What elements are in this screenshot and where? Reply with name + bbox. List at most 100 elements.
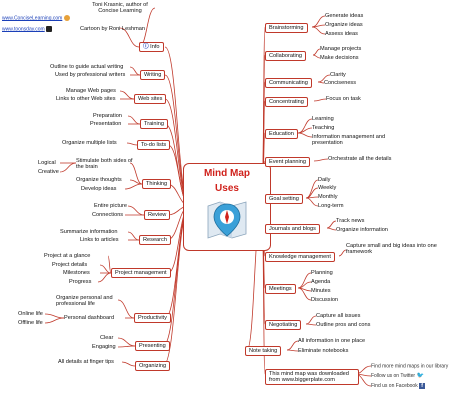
- connector-line: [338, 249, 347, 257]
- branch-collaborating[interactable]: Collaborating: [265, 51, 306, 62]
- connector-line: [126, 142, 138, 146]
- link-twitter-text[interactable]: Follow us on Twitter: [371, 373, 416, 379]
- connector-line: [44, 317, 65, 324]
- presenting-item-2: Engaging: [92, 344, 116, 350]
- websites-item-2: Links to other Web sites: [56, 96, 116, 102]
- education-item-1: Learning: [312, 116, 334, 122]
- notes-item-1: All information in one place: [298, 338, 366, 344]
- connector-line: [97, 272, 112, 283]
- toon-icon: [46, 26, 53, 32]
- link-toonsday-text[interactable]: www.toonsday.com: [2, 26, 45, 33]
- collaborating-item-1: Manage projects: [320, 46, 362, 52]
- link-facebook-text[interactable]: Find us on Facebook: [371, 383, 418, 389]
- branch-thinking[interactable]: Thinking: [142, 179, 172, 190]
- branch-journals[interactable]: Journals and blogs: [265, 224, 320, 235]
- research-item-1: Summarize information: [60, 229, 118, 235]
- branch-research[interactable]: Research: [139, 235, 171, 246]
- branch-communicating[interactable]: Communicating: [265, 78, 312, 89]
- connector-line: [297, 118, 313, 134]
- facebook-icon: f: [419, 383, 426, 389]
- connector-line: [119, 90, 135, 100]
- twitter-icon: 🐦: [416, 373, 424, 379]
- education-item-2: Teaching: [312, 125, 335, 131]
- connector-line: [297, 132, 313, 138]
- branch-notes[interactable]: Note taking: [245, 346, 282, 357]
- connector-line: [305, 197, 319, 207]
- branch-meetings[interactable]: Meetings: [265, 284, 296, 295]
- connector-line: [326, 227, 337, 231]
- branch-todo[interactable]: To-do lists: [137, 140, 171, 151]
- branch-events[interactable]: Event planning: [265, 157, 311, 168]
- connector-line: [127, 205, 145, 216]
- branch-download[interactable]: This mind map was downloaded from www.bi…: [265, 369, 359, 386]
- connector-line: [286, 349, 299, 352]
- branch-negotiating[interactable]: Negotiating: [265, 320, 302, 331]
- branch-info[interactable]: ⓘ Info: [139, 42, 164, 53]
- training-item-2: Presentation: [90, 121, 122, 127]
- meetings-item-4: Discussion: [311, 297, 339, 303]
- journals-item-1: Track news: [336, 218, 365, 224]
- map-compass-icon: [207, 201, 247, 239]
- connector-line: [127, 115, 141, 125]
- connector-line: [312, 48, 321, 56]
- research-item-2: Links to articles: [80, 237, 119, 243]
- branch-goals[interactable]: Goal setting: [265, 194, 303, 205]
- branch-knowledge[interactable]: Knowledge management: [265, 252, 335, 263]
- journals-item-2: Organize information: [336, 227, 388, 233]
- branch-productivity[interactable]: Productivity: [134, 313, 171, 324]
- branch-education[interactable]: Education: [265, 129, 298, 140]
- connector-line: [129, 66, 141, 76]
- presenting-item-1: Clear: [100, 335, 114, 341]
- notes-item-2: Eliminate notebooks: [298, 348, 349, 354]
- connector-line: [305, 179, 319, 199]
- project-item-1: Project at a glance: [44, 253, 91, 259]
- goals-item-2: Weekly: [318, 185, 337, 191]
- brainstorming-item-1: Generate ideas: [325, 13, 364, 19]
- link-facebook[interactable]: Find us on Facebook f: [371, 383, 426, 389]
- brainstorming-item-2: Organize ideas: [325, 22, 363, 28]
- link-library[interactable]: Find more mind maps in our library: [371, 363, 450, 369]
- branch-training[interactable]: Training: [140, 119, 169, 130]
- productivity-item-2: Personal dashboard: [64, 315, 115, 321]
- branch-review[interactable]: Review: [144, 210, 171, 221]
- logo-icon: [63, 15, 70, 21]
- link-concise-learning[interactable]: www.ConciseLearning.com: [2, 15, 71, 21]
- link-twitter[interactable]: Follow us on Twitter 🐦: [371, 373, 424, 379]
- connector-line: [129, 179, 143, 185]
- central-title-line2: Uses: [215, 183, 239, 194]
- link-library-text[interactable]: Find more mind maps in our library: [371, 363, 449, 370]
- author-credit-2: Cartoon by Roni Leshman: [80, 26, 145, 32]
- todo-item-1: Organize multiple lists: [62, 140, 117, 146]
- goals-item-3: Monthly: [318, 194, 338, 200]
- review-item-2: Connections: [92, 212, 124, 218]
- author-credit-1: Toni Krasnic, author of Concise Learning: [92, 2, 148, 15]
- connector-line: [305, 315, 317, 325]
- connector-line: [297, 287, 312, 292]
- branch-project[interactable]: Project management: [111, 268, 171, 279]
- project-item-2: Project details: [52, 262, 88, 268]
- connector-line: [313, 98, 327, 102]
- meetings-item-2: Agenda: [311, 279, 331, 285]
- communicating-item-1: Clarity: [330, 72, 346, 78]
- connector-line: [313, 158, 329, 162]
- branch-presenting[interactable]: Presenting: [135, 341, 170, 352]
- thinking-item-2: Organize thoughts: [76, 177, 122, 183]
- branch-concentrating[interactable]: Concentrating: [265, 97, 308, 108]
- branch-brainstorming[interactable]: Brainstorming: [265, 23, 308, 34]
- branch-writing[interactable]: Writing: [140, 70, 166, 81]
- central-topic: Mind Map Uses: [183, 163, 271, 251]
- connector-line: [305, 323, 317, 326]
- thinking-item-1: Stimulate both sides of the brain: [76, 158, 133, 171]
- connector-line: [326, 220, 337, 229]
- branch-organizing[interactable]: Organizing: [135, 361, 171, 372]
- training-item-1: Preparation: [93, 113, 122, 119]
- branch-websites[interactable]: Web sites: [134, 94, 167, 105]
- branch-info-label: Info: [150, 44, 160, 50]
- link-toonsday[interactable]: www.toonsday.com: [2, 26, 53, 32]
- meetings-item-3: Minutes: [311, 288, 331, 294]
- goals-item-1: Daily: [318, 177, 331, 183]
- connector-line: [311, 15, 326, 28]
- thinking-item-3: Develop ideas: [81, 186, 117, 192]
- link-concise-learning-text[interactable]: www.ConciseLearning.com: [2, 15, 63, 22]
- connector-line: [312, 54, 321, 59]
